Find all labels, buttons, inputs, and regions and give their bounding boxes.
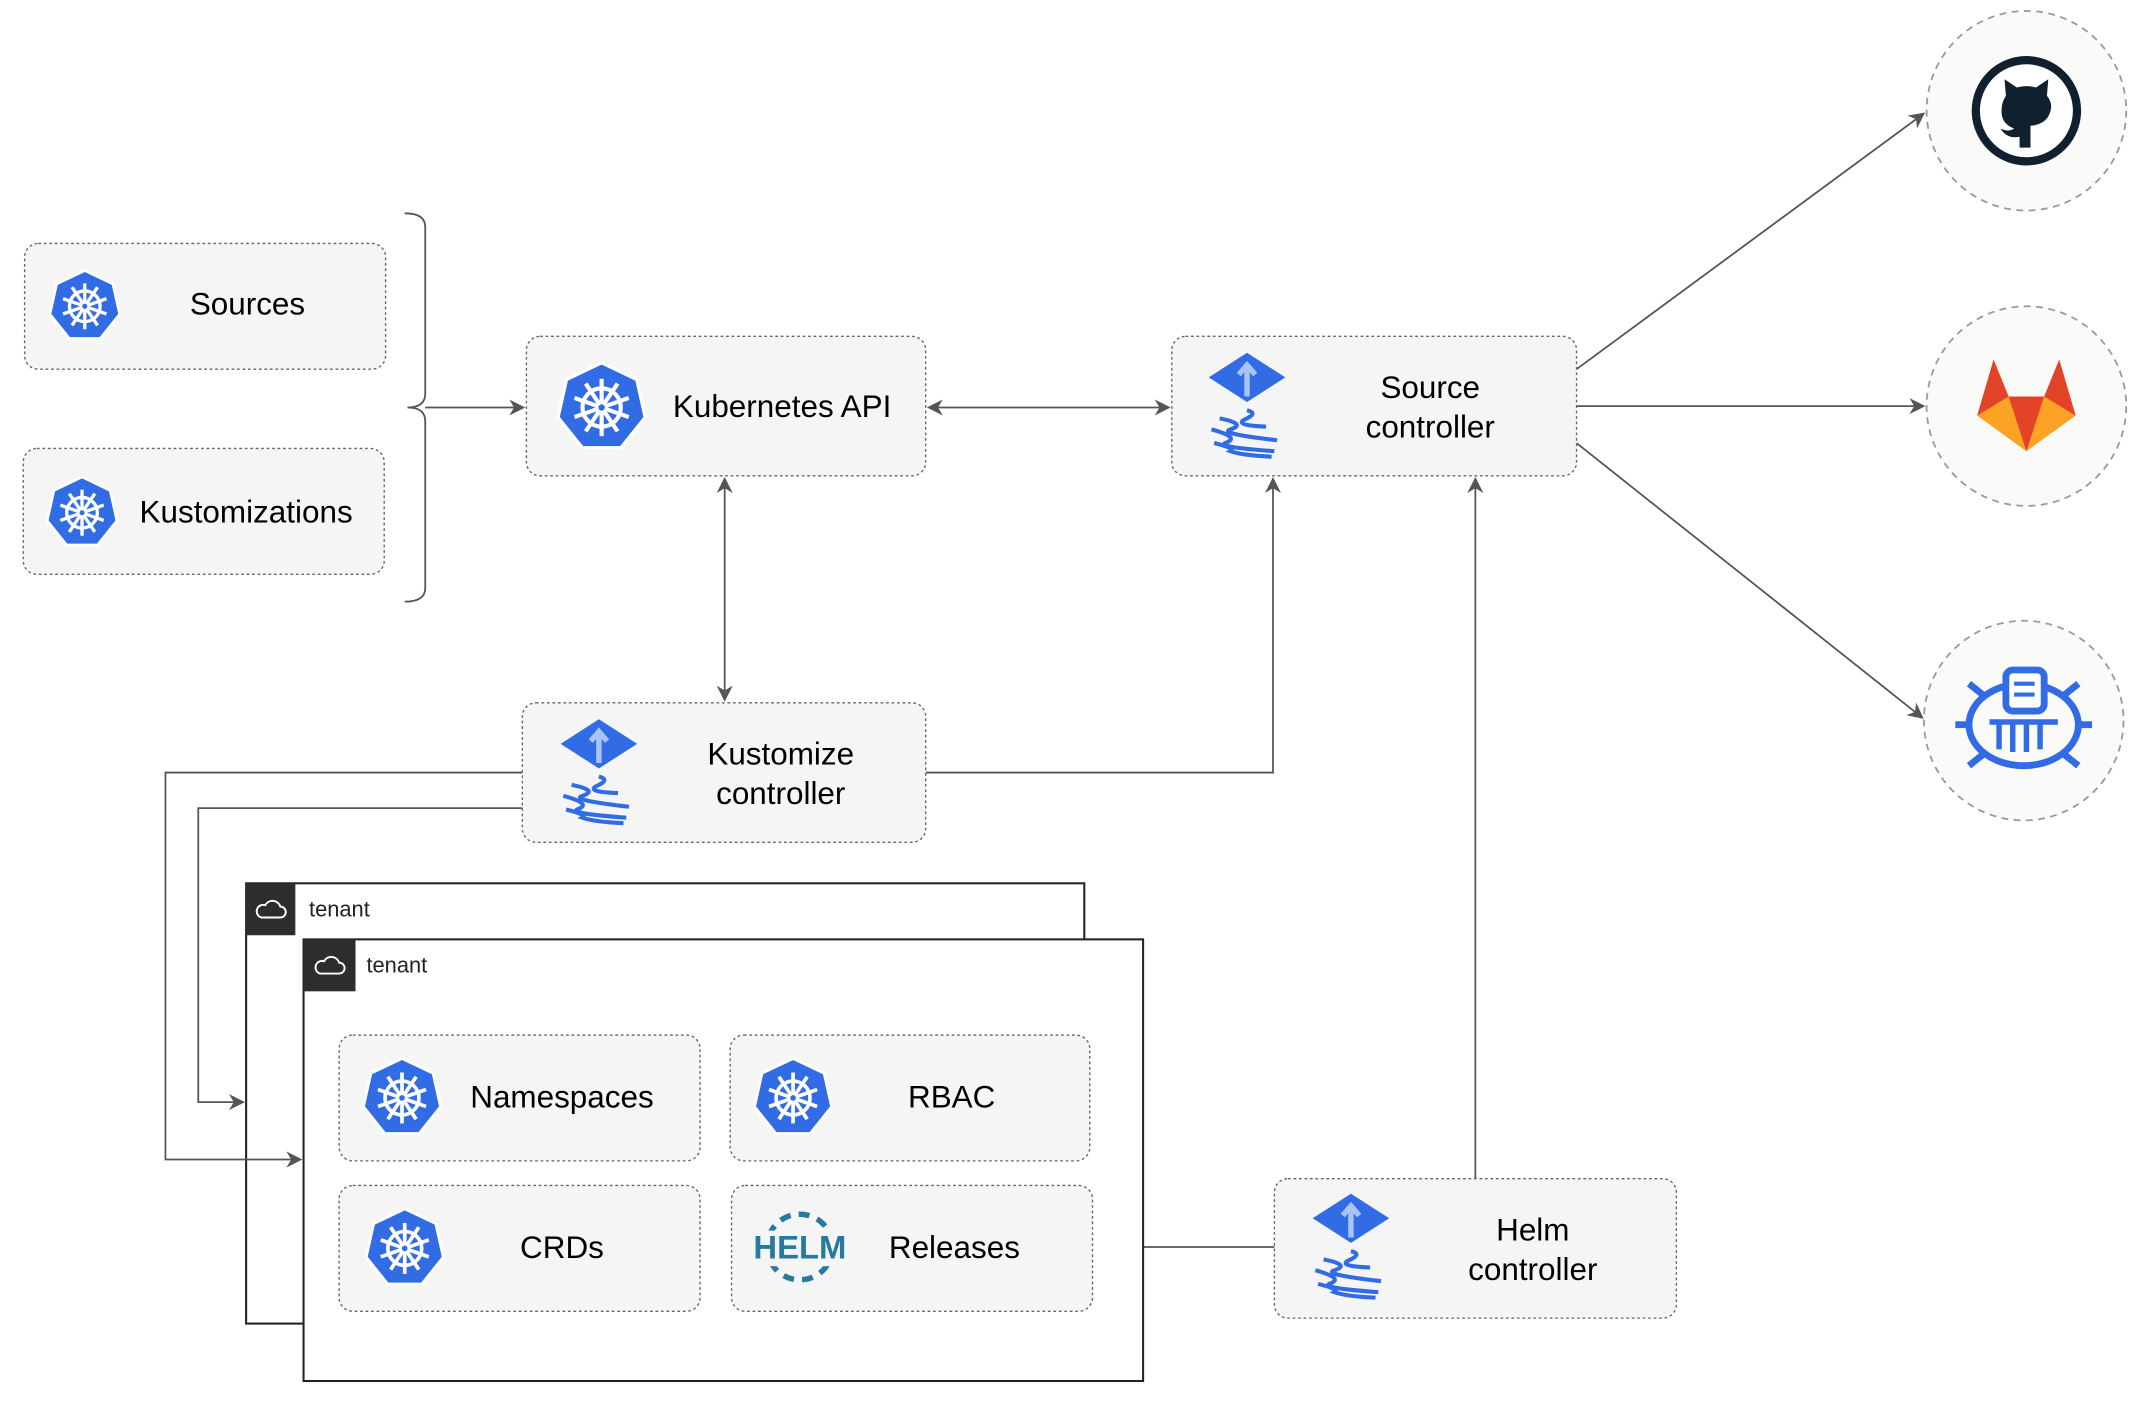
gitlab-repository[interactable] bbox=[1925, 305, 2128, 507]
node-label: CRDs bbox=[520, 1230, 604, 1265]
node-label: Source bbox=[1380, 370, 1480, 405]
node-label: controller bbox=[716, 776, 845, 811]
node-label: Helm bbox=[1496, 1212, 1569, 1247]
node-label: RBAC bbox=[908, 1080, 995, 1115]
node-label: Sources bbox=[190, 287, 305, 322]
node-kustomizations[interactable]: Kustomizations bbox=[22, 447, 385, 575]
node-label: Namespaces bbox=[470, 1080, 653, 1115]
helm-icon: HELM bbox=[753, 1211, 847, 1283]
helm-repository[interactable] bbox=[1922, 619, 2125, 822]
node-label: Kustomize bbox=[707, 736, 854, 771]
gitlab-icon bbox=[1977, 359, 2076, 452]
tenant-label: tenant bbox=[309, 896, 370, 921]
node-label: Kubernetes API bbox=[673, 389, 891, 424]
node-kustomize-controller[interactable]: Kustomize controller bbox=[521, 702, 927, 843]
node-helm-controller[interactable]: Helm controller bbox=[1273, 1177, 1678, 1319]
node-releases[interactable]: HELM Releases bbox=[730, 1184, 1094, 1312]
edge-source-github bbox=[1576, 112, 1926, 370]
node-label: controller bbox=[1366, 410, 1495, 445]
bracket bbox=[404, 212, 427, 603]
node-label: Kustomizations bbox=[140, 494, 353, 529]
edge-source-helmrepo bbox=[1575, 442, 1924, 719]
node-crds[interactable]: CRDs bbox=[338, 1184, 701, 1312]
edge-kustomize-tenant-back bbox=[197, 807, 523, 1111]
node-rbac[interactable]: RBAC bbox=[729, 1034, 1091, 1162]
edge-kustomize-tenant-front bbox=[164, 771, 523, 1168]
node-sources[interactable]: Sources bbox=[23, 242, 387, 370]
node-namespaces[interactable]: Namespaces bbox=[338, 1034, 701, 1162]
svg-text:HELM: HELM bbox=[753, 1228, 846, 1265]
edge-kustomize-source bbox=[925, 476, 1281, 774]
node-label: controller bbox=[1468, 1252, 1597, 1287]
node-kubernetes-api[interactable]: Kubernetes API bbox=[525, 335, 927, 477]
github-icon bbox=[1971, 56, 2082, 166]
tenant-label: tenant bbox=[366, 952, 427, 977]
github-repository[interactable] bbox=[1925, 10, 2128, 212]
helm-repository-icon bbox=[1955, 666, 2093, 770]
node-source-controller[interactable]: Source controller bbox=[1171, 335, 1578, 477]
node-label: Releases bbox=[889, 1230, 1020, 1265]
